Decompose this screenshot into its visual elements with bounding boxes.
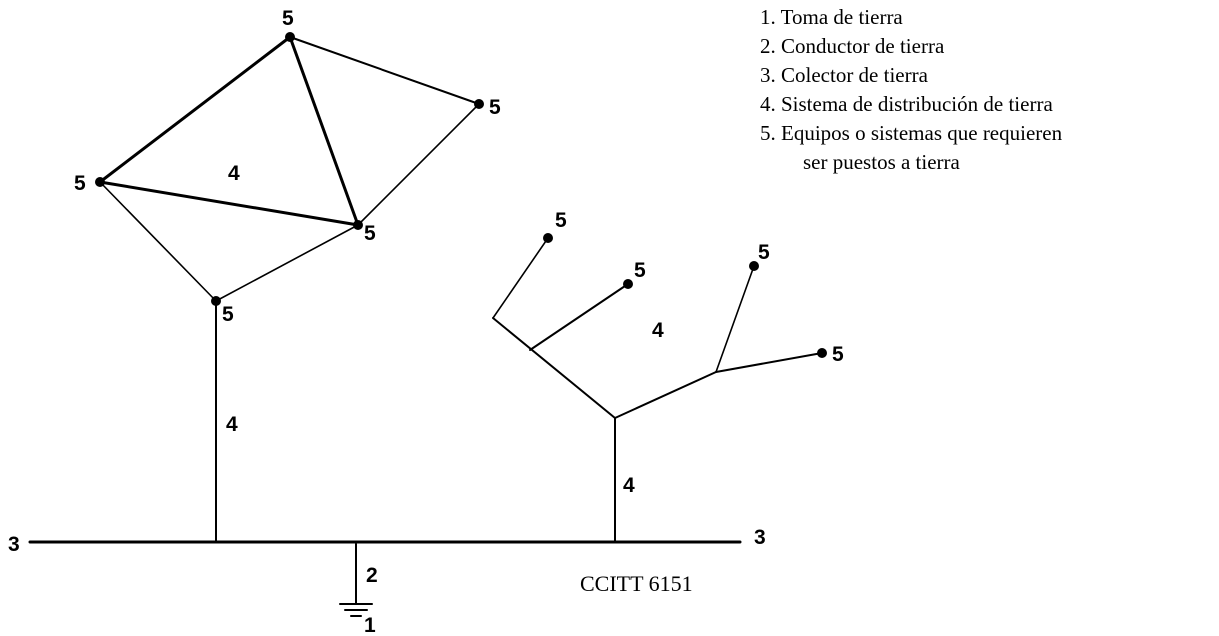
label-conductor: 2 (366, 564, 378, 587)
tree-branch (715, 265, 755, 373)
mesh-edge (98, 35, 292, 184)
legend-item-2: 2. Conductor de tierra (760, 34, 945, 58)
earth-ground-symbol (339, 603, 373, 617)
equipment-node (543, 233, 553, 243)
legend-item-5: 5. Equipos o sistemas que requieren (760, 121, 1063, 145)
label-equipment: 5 (555, 209, 567, 232)
equipment-node (817, 348, 827, 358)
tree-branch (529, 283, 629, 351)
equipment-node (211, 296, 221, 306)
label-equipment: 5 (634, 259, 646, 282)
legend: 1. Toma de tierra 2. Conductor de tierra… (760, 5, 1063, 174)
label-distribution: 4 (228, 162, 240, 185)
mesh-edge (288, 35, 360, 227)
tree-distribution-network (492, 237, 823, 543)
label-equipment: 5 (832, 343, 844, 366)
tree-branch (614, 371, 717, 419)
equipment-node (285, 32, 295, 42)
equipment-node (749, 261, 759, 271)
number-labels: 5 5 5 5 5 5 5 5 5 4 4 4 4 3 3 2 1 (8, 7, 844, 636)
label-equipment: 5 (74, 172, 86, 195)
mesh-edge (357, 103, 480, 226)
equipment-node (353, 220, 363, 230)
mesh-distribution-network (98, 35, 480, 543)
ground-collector (28, 540, 742, 605)
mesh-edge (215, 224, 359, 302)
label-earth-electrode: 1 (364, 614, 376, 636)
equipment-node (95, 177, 105, 187)
label-collector: 3 (8, 533, 20, 556)
mesh-edge (98, 180, 360, 227)
label-equipment: 5 (364, 222, 376, 245)
equipment-node (623, 279, 633, 289)
legend-item-1: 1. Toma de tierra (760, 5, 903, 29)
label-equipment: 5 (758, 241, 770, 264)
label-collector: 3 (754, 526, 766, 549)
legend-item-3: 3. Colector de tierra (760, 63, 929, 87)
label-distribution: 4 (226, 413, 238, 436)
figure-caption: CCITT 6151 (580, 571, 693, 596)
equipment-node (474, 99, 484, 109)
tree-branch (492, 317, 616, 419)
label-equipment: 5 (282, 7, 294, 30)
label-distribution: 4 (652, 319, 664, 342)
label-equipment: 5 (489, 96, 501, 119)
equipment-nodes (95, 32, 827, 358)
mesh-edge (99, 181, 217, 302)
legend-item-4: 4. Sistema de distribución de tierra (760, 92, 1053, 116)
label-distribution: 4 (623, 474, 635, 497)
tree-branch (492, 237, 549, 319)
tree-branch (715, 352, 823, 373)
mesh-edge (289, 36, 480, 105)
label-equipment: 5 (222, 303, 234, 326)
legend-item-5-cont: ser puestos a tierra (803, 150, 961, 174)
